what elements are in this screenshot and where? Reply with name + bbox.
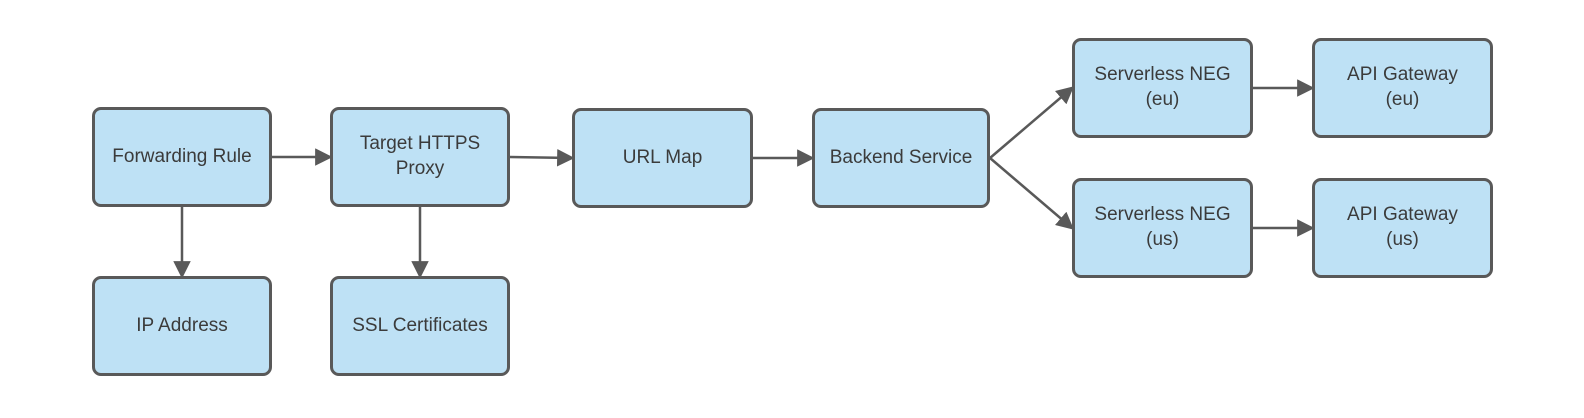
node-backend-service: Backend Service bbox=[812, 108, 990, 208]
node-forwarding-rule: Forwarding Rule bbox=[92, 107, 272, 207]
node-label: API Gateway (eu) bbox=[1347, 64, 1458, 110]
node-label: Serverless NEG (eu) bbox=[1094, 64, 1231, 110]
node-label: Forwarding Rule bbox=[112, 145, 252, 167]
edge-target-https-proxy-to-url-map bbox=[509, 149, 575, 167]
node-label: IP Address bbox=[136, 314, 228, 336]
node-ssl-certificates: SSL Certificates bbox=[330, 276, 510, 376]
edge-backend-service-to-serverless-neg-us bbox=[989, 157, 1074, 230]
node-serverless-neg-us: Serverless NEG (us) bbox=[1072, 178, 1253, 278]
node-label: URL Map bbox=[622, 146, 703, 168]
edge-backend-service-to-serverless-neg-eu bbox=[989, 86, 1074, 159]
node-label: Serverless NEG (us) bbox=[1094, 204, 1231, 250]
node-api-gateway-us: API Gateway (us) bbox=[1312, 178, 1493, 278]
node-url-map: URL Map bbox=[572, 108, 753, 208]
node-label: Backend Service bbox=[829, 146, 973, 168]
node-serverless-neg-eu: Serverless NEG (eu) bbox=[1072, 38, 1253, 138]
node-api-gateway-eu: API Gateway (eu) bbox=[1312, 38, 1493, 138]
node-label: Target HTTPS Proxy bbox=[359, 133, 481, 179]
node-ip-address: IP Address bbox=[92, 276, 272, 376]
node-label: SSL Certificates bbox=[352, 314, 488, 336]
node-target-https-proxy: Target HTTPS Proxy bbox=[330, 107, 510, 207]
node-label: API Gateway (us) bbox=[1347, 204, 1458, 250]
